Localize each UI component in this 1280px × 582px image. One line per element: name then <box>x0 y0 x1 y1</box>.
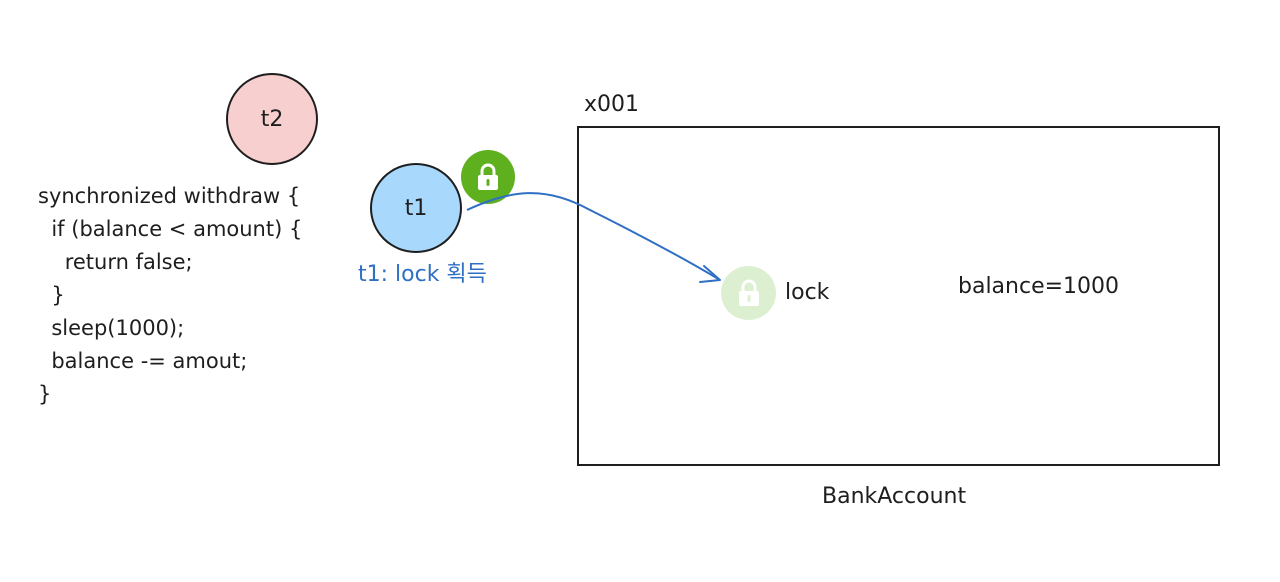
thread-t2-label: t2 <box>260 106 284 132</box>
code-line: sleep(1000); <box>38 316 185 340</box>
lock-acquired-badge <box>461 150 515 204</box>
lock-acquired-annotation: t1: lock 획득 <box>358 262 487 287</box>
object-lock-label: lock <box>785 280 830 305</box>
object-class-name: BankAccount <box>822 484 967 509</box>
code-line: } <box>38 283 65 307</box>
thread-t1-label: t1 <box>404 195 428 221</box>
balance-field: balance=1000 <box>958 274 1120 299</box>
code-line: return false; <box>38 250 193 274</box>
code-line: synchronized withdraw { <box>38 184 301 208</box>
object-lock-badge <box>721 266 776 320</box>
code-line: } <box>38 382 52 406</box>
lock-acquire-arrowhead <box>699 265 721 283</box>
thread-t1-node: t1 <box>370 163 462 253</box>
lock-acquire-arrow <box>466 192 721 281</box>
bank-account-object-box <box>577 126 1220 466</box>
code-line: if (balance < amount) { <box>38 217 303 241</box>
lock-icon <box>738 279 759 306</box>
thread-t2-node: t2 <box>226 73 318 165</box>
lock-icon <box>478 163 498 190</box>
code-block: synchronized withdraw { if (balance < am… <box>38 180 302 411</box>
code-line: balance -= amout; <box>38 349 248 373</box>
object-address: x001 <box>584 92 640 117</box>
